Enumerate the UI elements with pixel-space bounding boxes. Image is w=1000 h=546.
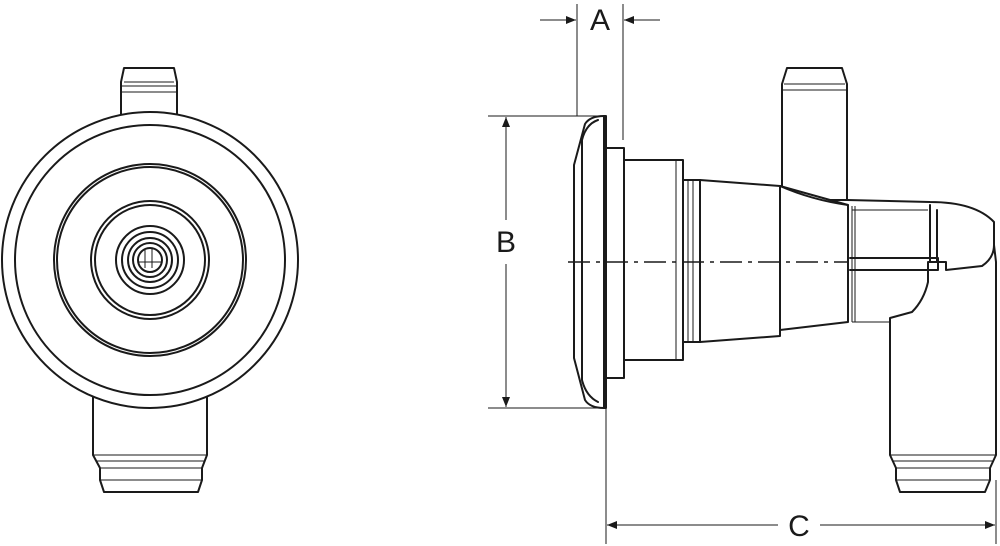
dimension-c: C — [605, 408, 997, 544]
elbow-body — [846, 199, 997, 493]
nozzle-eyeball-ring — [132, 242, 168, 278]
dimension-a: A — [540, 4, 660, 140]
front-view — [1, 67, 299, 493]
face-middle-ring — [53, 163, 247, 357]
nozzle-ring — [121, 231, 179, 289]
threaded-section — [779, 185, 928, 331]
nozzle-slot — [138, 249, 162, 268]
dimension-b-label: B — [496, 226, 516, 259]
face-inner-step-ring — [94, 204, 206, 316]
dimension-b: B — [488, 115, 598, 409]
nozzle-center — [137, 247, 163, 273]
dimension-c-label: C — [788, 510, 810, 543]
nozzle-inner-ring — [127, 237, 173, 283]
bottom-barb — [92, 394, 208, 493]
face-inner-ring — [90, 200, 210, 320]
side-view — [568, 67, 997, 493]
face-rim-ring — [14, 124, 286, 396]
face-middle-inner-ring — [56, 166, 244, 354]
dimension-a-label: A — [590, 4, 610, 37]
side-top-barb — [781, 67, 848, 201]
top-barb — [120, 67, 178, 116]
tapered-body — [623, 159, 781, 361]
nozzle-outer-ring — [115, 225, 185, 295]
face-outer-ring — [1, 111, 299, 409]
